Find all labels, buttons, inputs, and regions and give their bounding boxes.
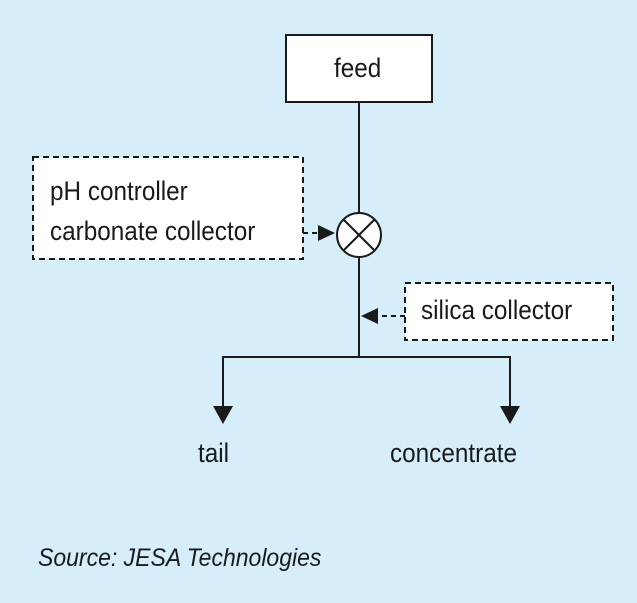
silica-arrow-icon <box>361 308 378 324</box>
tail-arrow-icon <box>213 406 233 424</box>
feed-box <box>285 34 433 103</box>
reagents-arrow-icon <box>318 225 335 241</box>
ph-controller-label: pH controller <box>50 176 188 206</box>
carbonate-collector-label: carbonate collector <box>50 216 256 246</box>
tail-label: tail <box>198 438 230 468</box>
silica-box <box>404 282 614 341</box>
concentrate-label: concentrate <box>390 438 517 468</box>
source-caption: Source: JESA Technologies <box>38 544 322 572</box>
mixer-icon <box>336 212 382 258</box>
feed-label: feed <box>334 53 382 83</box>
concentrate-arrow-icon <box>500 406 520 424</box>
reagents-box <box>32 156 304 260</box>
silica-collector-label: silica collector <box>421 295 573 325</box>
